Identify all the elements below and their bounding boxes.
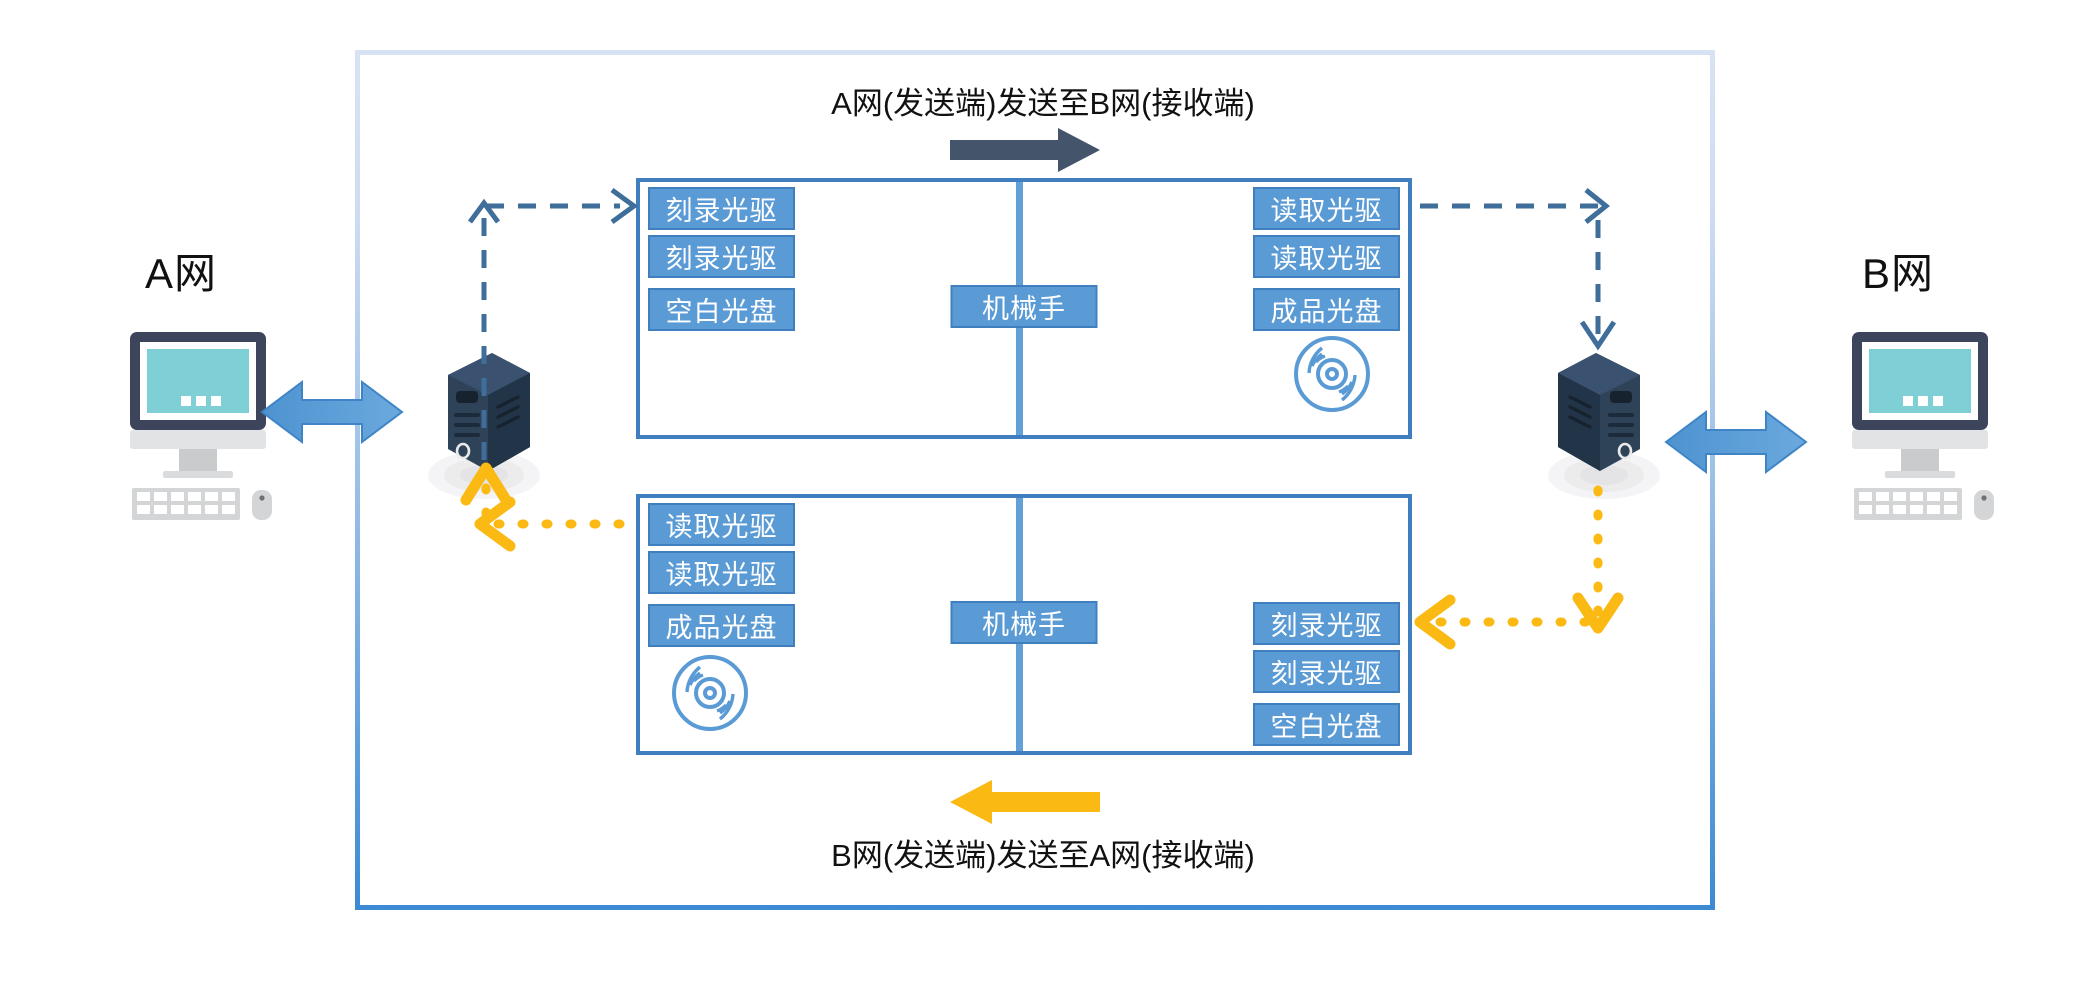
left-arrow-icon bbox=[950, 780, 1100, 829]
server-tower-icon-b bbox=[1540, 345, 1670, 510]
slot-label: 读取光驱 bbox=[1270, 196, 1383, 226]
slot-label: 空白光盘 bbox=[665, 297, 778, 327]
machine-bottom-panel: 读取光驱 读取光驱 成品光盘 机械手 刻录光驱 刻录光驱 空白光盘 bbox=[636, 494, 1412, 755]
slot-burner-drive-3[interactable]: 刻录光驱 bbox=[1253, 602, 1400, 645]
robot-arm-label: 机械手 bbox=[982, 610, 1066, 640]
slot-label: 刻录光驱 bbox=[665, 244, 778, 274]
robot-arm-bottom[interactable]: 机械手 bbox=[950, 601, 1098, 644]
slot-blank-disc-2[interactable]: 空白光盘 bbox=[1253, 703, 1400, 746]
desktop-computer-icon-a bbox=[118, 330, 278, 525]
network-a-label: A网 bbox=[145, 250, 218, 297]
flow-caption-return: B网(发送端)发送至A网(接收端) bbox=[831, 838, 1255, 873]
slot-reader-drive-2[interactable]: 读取光驱 bbox=[1253, 235, 1400, 278]
slot-burner-drive-2[interactable]: 刻录光驱 bbox=[648, 235, 795, 278]
slot-label: 刻录光驱 bbox=[1270, 659, 1383, 689]
slot-label: 刻录光驱 bbox=[665, 196, 778, 226]
slot-reader-drive-3[interactable]: 读取光驱 bbox=[648, 503, 795, 546]
slot-finished-disc-2[interactable]: 成品光盘 bbox=[648, 604, 795, 647]
server-tower-icon-a bbox=[418, 345, 548, 510]
slot-label: 成品光盘 bbox=[665, 613, 778, 643]
machine-top-panel: 刻录光驱 刻录光驱 空白光盘 机械手 读取光驱 读取光驱 成品光盘 bbox=[636, 178, 1412, 439]
right-arrow-icon bbox=[950, 128, 1100, 177]
slot-reader-drive-4[interactable]: 读取光驱 bbox=[648, 551, 795, 594]
cd-disc-icon bbox=[670, 653, 750, 738]
slot-label: 空白光盘 bbox=[1270, 712, 1383, 742]
robot-arm-label: 机械手 bbox=[982, 294, 1066, 324]
slot-label: 读取光驱 bbox=[665, 512, 778, 542]
slot-finished-disc[interactable]: 成品光盘 bbox=[1253, 288, 1400, 331]
robot-arm-top[interactable]: 机械手 bbox=[950, 285, 1098, 328]
desktop-computer-icon-b bbox=[1840, 330, 2000, 525]
flow-caption-forward: A网(发送端)发送至B网(接收端) bbox=[831, 86, 1255, 121]
slot-burner-drive-4[interactable]: 刻录光驱 bbox=[1253, 650, 1400, 693]
slot-blank-disc[interactable]: 空白光盘 bbox=[648, 288, 795, 331]
slot-label: 成品光盘 bbox=[1270, 297, 1383, 327]
slot-label: 读取光驱 bbox=[665, 560, 778, 590]
slot-reader-drive-1[interactable]: 读取光驱 bbox=[1253, 187, 1400, 230]
slot-burner-drive-1[interactable]: 刻录光驱 bbox=[648, 187, 795, 230]
network-b-label: B网 bbox=[1862, 250, 1935, 297]
slot-label: 读取光驱 bbox=[1270, 244, 1383, 274]
cd-disc-icon bbox=[1292, 334, 1372, 419]
slot-label: 刻录光驱 bbox=[1270, 611, 1383, 641]
